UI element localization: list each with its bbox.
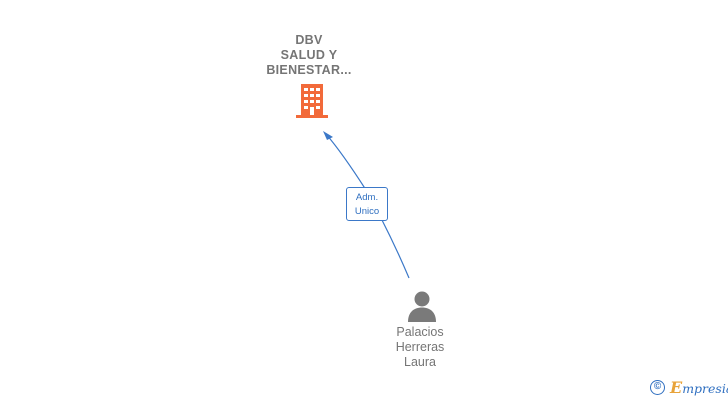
company-name-line-3: BIENESTAR... (266, 63, 352, 77)
role-label-line-2: Unico (354, 206, 380, 217)
company-name[interactable]: DBV SALUD Y BIENESTAR... (234, 33, 384, 78)
brand-logo-rest: mpresia (682, 381, 728, 396)
person-name-line-2: Herreras (395, 340, 445, 354)
copyright-icon: © (650, 380, 665, 395)
brand-logo: Empresia (670, 379, 728, 397)
person-name-line-1: Palacios (396, 325, 444, 339)
person-name-line-3: Laura (404, 355, 436, 369)
company-name-line-2: SALUD Y (280, 48, 338, 62)
role-label[interactable]: Adm. Unico (346, 187, 388, 221)
company-name-line-1: DBV (295, 33, 323, 47)
person-icon[interactable] (406, 289, 438, 323)
arrowhead-icon (323, 131, 333, 140)
person-name[interactable]: Palacios Herreras Laura (360, 325, 480, 370)
building-icon[interactable] (295, 83, 329, 119)
role-label-line-1: Adm. (355, 192, 379, 203)
brand-logo-first-letter: E (670, 378, 683, 397)
